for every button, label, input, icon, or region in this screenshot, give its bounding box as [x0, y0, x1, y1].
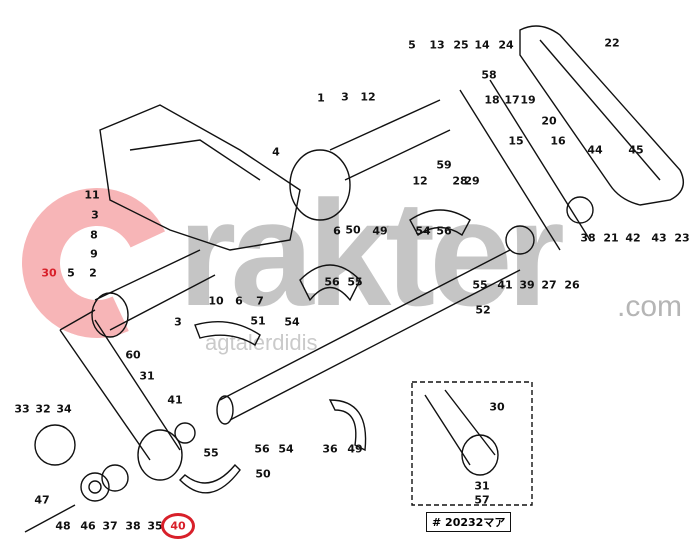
part-label: 42 [625, 231, 641, 245]
main-shaft-tube [91, 99, 451, 338]
part-label: 49 [347, 442, 363, 456]
part-label: 52 [475, 303, 491, 317]
part-label: 25 [453, 38, 469, 52]
rotor-shaft [216, 249, 521, 425]
part-label: 56 [254, 442, 270, 456]
part-label: 7 [256, 294, 264, 308]
tines [179, 209, 471, 494]
part-label: 56 [436, 224, 452, 238]
part-label: 13 [429, 38, 445, 52]
part-label: 60 [125, 348, 141, 362]
part-label: 10 [208, 294, 224, 308]
part-label: 38 [580, 231, 596, 245]
part-label: 15 [508, 134, 524, 148]
part-label: 1 [317, 91, 325, 105]
part-label: 16 [550, 134, 566, 148]
part-label: 55 [347, 275, 363, 289]
watermark-subtext: agtalerdidis [205, 330, 318, 355]
part-label: 54 [415, 224, 431, 238]
part-label: 58 [481, 68, 497, 82]
side-arm [59, 309, 183, 481]
part-label: 3 [174, 315, 182, 329]
part-label: 39 [519, 278, 535, 292]
part-label: 41 [497, 278, 513, 292]
part-label: 12 [412, 174, 428, 188]
part-label: 32 [35, 402, 51, 416]
part-label: 50 [255, 467, 271, 481]
inset-label: 57 [474, 493, 490, 507]
diagram-code: # 20232マア [426, 512, 512, 532]
part-label: 54 [284, 315, 300, 329]
part-label: 41 [167, 393, 183, 407]
inset-arm [424, 389, 499, 476]
part-label: 28 [452, 174, 468, 188]
part-label: 2 [89, 266, 97, 280]
part-label: 48 [55, 519, 71, 533]
part-label: 37 [102, 519, 118, 533]
bearings [34, 196, 594, 502]
part-label: 51 [250, 314, 266, 328]
part-label: 20 [541, 114, 557, 128]
part-label: 35 [147, 519, 163, 533]
inset-label: 30 [489, 400, 505, 414]
part-label: 46 [80, 519, 96, 533]
part-label: 3 [341, 90, 349, 104]
part-label: 44 [587, 143, 603, 157]
inset-frame [411, 381, 533, 506]
part-label: 12 [360, 90, 376, 104]
part-label: 43 [651, 231, 667, 245]
part-label: 49 [372, 224, 388, 238]
watermark-domain: .com [617, 290, 683, 323]
watermark-text: rakter [178, 169, 565, 337]
part-label: 30 [41, 266, 57, 280]
part-label: 29 [464, 174, 480, 188]
part-label: 55 [203, 446, 219, 460]
part-label: 55 [472, 278, 488, 292]
part-label: 11 [84, 188, 100, 202]
part-label: 9 [90, 247, 98, 261]
part-label: 19 [520, 93, 536, 107]
chain-case [459, 25, 684, 251]
highlight-circle [161, 513, 195, 539]
part-label: 23 [674, 231, 690, 245]
part-label: 59 [436, 158, 452, 172]
part-label: 17 [504, 93, 520, 107]
part-label: 50 [345, 223, 361, 237]
part-label: 36 [322, 442, 338, 456]
bolt-47 [24, 504, 76, 533]
part-label: 5 [67, 266, 75, 280]
part-label: 3 [91, 208, 99, 222]
part-label: 18 [484, 93, 500, 107]
part-label: 14 [474, 38, 490, 52]
part-label: 31 [139, 369, 155, 383]
part-label: 54 [278, 442, 294, 456]
part-label-highlighted: 40 [170, 519, 186, 533]
part-label: 45 [628, 143, 644, 157]
part-label: 38 [125, 519, 141, 533]
part-label: 6 [235, 294, 243, 308]
part-label: 33 [14, 402, 30, 416]
part-label: 8 [90, 228, 98, 242]
part-label: 27 [541, 278, 557, 292]
part-label: 4 [272, 145, 280, 159]
part-label: 21 [603, 231, 619, 245]
part-label: 24 [498, 38, 514, 52]
gearbox-housing [99, 104, 301, 251]
part-label: 6 [333, 224, 341, 238]
part-label: 26 [564, 278, 580, 292]
part-label: 5 [408, 38, 416, 52]
part-label: 22 [604, 36, 620, 50]
inset-label: 31 [474, 479, 490, 493]
part-label: 47 [34, 493, 50, 507]
part-label: 34 [56, 402, 72, 416]
part-label: 56 [324, 275, 340, 289]
